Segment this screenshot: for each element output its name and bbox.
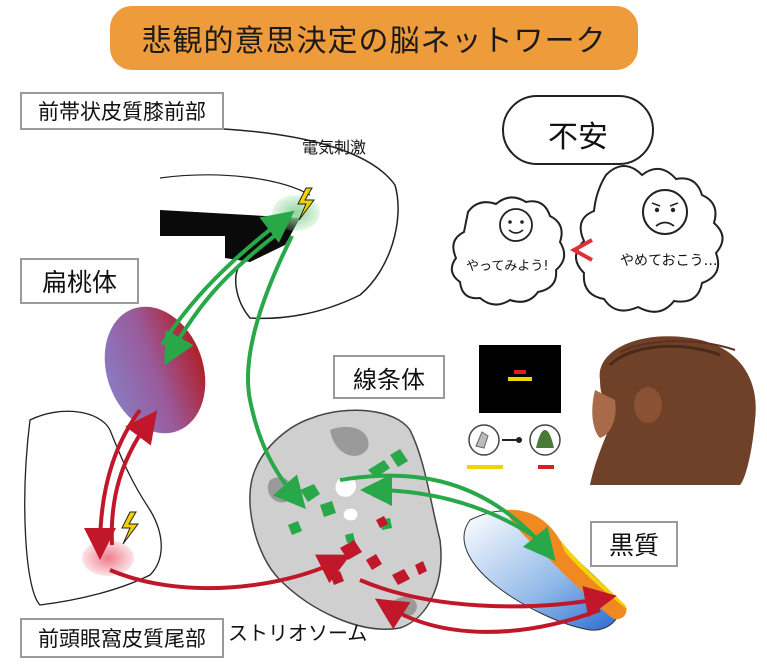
option-try-label: やってみよう! <box>466 259 549 274</box>
label-ofc: 前頭眼窩皮質尾部 <box>20 618 224 658</box>
acc-inner-contour <box>159 174 311 196</box>
page-title: 悲観的意思決定の脳ネットワーク <box>141 24 607 59</box>
label-striatum-text: 線条体 <box>353 365 425 394</box>
label-snc-text: 黒質 <box>608 531 659 560</box>
label-acc-text: 前帯状皮質膝前部 <box>38 100 206 124</box>
lightning-icon <box>297 187 315 221</box>
ofc-brain-outline <box>24 410 162 606</box>
label-snc: 黒質 <box>590 521 678 567</box>
anxiety-bubble <box>502 95 654 165</box>
red-pathway <box>84 408 617 634</box>
label-stimulation: 電気刺激 <box>302 138 367 157</box>
anxiety-label: 不安 <box>548 120 608 155</box>
striatum-dark-patch <box>330 426 369 456</box>
label-acc: 前帯状皮質膝前部 <box>20 92 224 130</box>
label-ofc-text: 前頭眼窩皮質尾部 <box>38 627 206 651</box>
try-thought-bubble <box>450 196 566 306</box>
monkey-image <box>590 336 756 485</box>
striatum-white-patch <box>343 508 358 521</box>
lightning-icon <box>121 511 139 545</box>
stimulus-bar-red <box>514 370 526 374</box>
smiley-face-icon <box>499 208 533 242</box>
label-striosome: ストリオソーム <box>228 621 368 645</box>
quit-thought-bubble <box>575 165 724 313</box>
label-amygdala-text: 扁桃体 <box>41 268 117 297</box>
green-pathway <box>160 210 556 562</box>
acc-brain-outline <box>204 127 399 320</box>
ofc-stimulation-site <box>82 540 134 576</box>
choice-icons <box>467 424 561 469</box>
stimulus-bar-yellow <box>508 377 532 381</box>
label-striatum: 線条体 <box>333 355 445 399</box>
label-amygdala: 扁桃体 <box>20 258 139 304</box>
worried-face-icon <box>642 189 688 235</box>
amygdala-region <box>104 306 206 434</box>
option-quit-label: やめておこう… <box>620 253 718 269</box>
title-banner: 悲観的意思決定の脳ネットワーク <box>110 6 638 70</box>
comparison-chevron <box>569 238 593 262</box>
